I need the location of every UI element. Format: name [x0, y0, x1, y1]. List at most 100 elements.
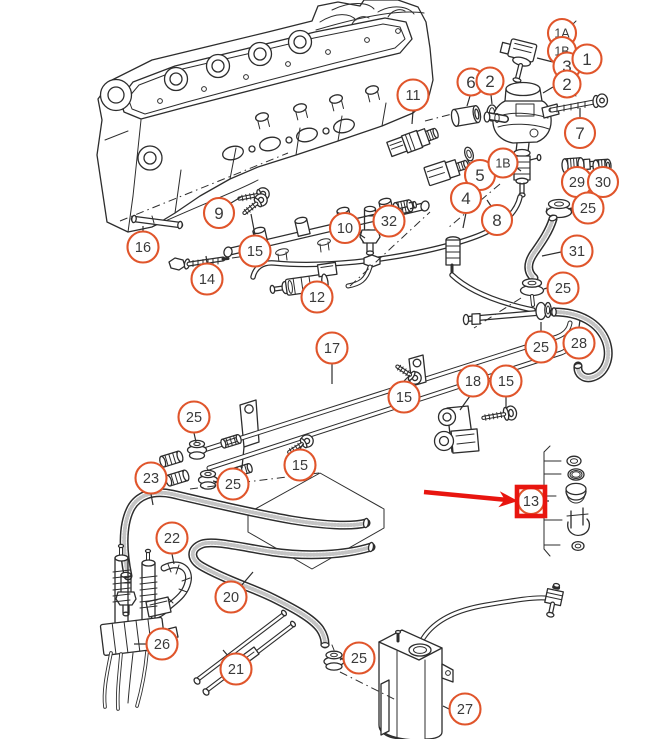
callout-18[interactable]: 18 [456, 364, 490, 398]
callout-label: 25 [351, 651, 367, 667]
callout-circle[interactable] [449, 181, 483, 215]
callout-circle[interactable] [448, 692, 482, 726]
callout-circle[interactable] [372, 204, 406, 238]
screw-15-bracket-mid [287, 434, 314, 455]
screw-15-rail [242, 193, 268, 216]
callout-label: 12 [309, 290, 325, 306]
callout-25[interactable]: 25 [216, 467, 250, 501]
callout-circle[interactable] [315, 331, 349, 365]
callout-12[interactable]: 12 [300, 280, 334, 314]
callout-circle[interactable] [190, 262, 224, 296]
callout-leader [150, 493, 154, 506]
callout-circle[interactable] [342, 641, 376, 675]
callout-leader [462, 212, 467, 229]
callout-circle[interactable] [202, 196, 236, 230]
callout-25[interactable]: 25 [342, 641, 376, 675]
callout-circle[interactable] [489, 364, 523, 398]
callout-1[interactable]: 1 [571, 43, 603, 75]
callout-17[interactable]: 17 [315, 331, 349, 365]
callout-circle[interactable] [571, 191, 605, 225]
callout-circle[interactable] [238, 234, 272, 268]
callout-31[interactable]: 31 [560, 234, 594, 268]
callout-leader [567, 207, 573, 210]
callout-circle[interactable] [560, 234, 594, 268]
callout-leader [212, 480, 218, 483]
callout-8[interactable]: 8 [480, 203, 514, 237]
callout-27[interactable]: 27 [448, 692, 482, 726]
callout-circle[interactable] [283, 448, 317, 482]
callout-9[interactable]: 9 [202, 196, 236, 230]
callout-29[interactable]: 29 [560, 165, 594, 199]
callout-label: 1 [582, 50, 591, 69]
callout-leader [541, 251, 562, 257]
callout-25[interactable]: 25 [546, 271, 580, 305]
callout-circle[interactable] [396, 78, 430, 112]
callout-2[interactable]: 2 [552, 69, 582, 99]
callout-label: 6 [466, 73, 475, 92]
callout-circle[interactable] [387, 380, 421, 414]
callout-2[interactable]: 2 [475, 66, 505, 96]
callout-15[interactable]: 15 [238, 234, 272, 268]
callout-circle[interactable] [155, 521, 189, 555]
callout-label: 22 [164, 531, 180, 547]
callout-7[interactable]: 7 [563, 116, 597, 150]
callout-label: 25 [225, 477, 241, 493]
callout-circle[interactable] [219, 652, 253, 686]
callout-25[interactable]: 25 [177, 400, 211, 434]
callout-11[interactable]: 11 [396, 78, 430, 112]
callout-label: 2 [485, 72, 494, 91]
callout-circle[interactable] [216, 467, 250, 501]
callout-leader [193, 432, 197, 443]
callout-circle[interactable] [456, 364, 490, 398]
callout-circle[interactable] [145, 627, 179, 661]
callout-15[interactable]: 15 [387, 380, 421, 414]
callout-leader [411, 110, 414, 125]
callout-25[interactable]: 25 [524, 330, 558, 364]
callout-25[interactable]: 25 [571, 191, 605, 225]
callout-10[interactable]: 10 [328, 211, 362, 245]
callout-circle[interactable] [480, 203, 514, 237]
callout-4[interactable]: 4 [449, 181, 483, 215]
callout-circle[interactable] [552, 69, 582, 99]
callout-14[interactable]: 14 [190, 262, 224, 296]
callout-circle[interactable] [328, 211, 362, 245]
kit-o-ring-large [567, 468, 585, 481]
callout-13[interactable]: 13 [516, 486, 546, 516]
callout-circle[interactable] [487, 147, 519, 179]
callout-32[interactable]: 32 [372, 204, 406, 238]
grommet-25-canister [323, 644, 345, 671]
callout-23[interactable]: 23 [134, 461, 168, 495]
callout-label: 15 [292, 458, 308, 474]
callout-21[interactable]: 21 [219, 652, 253, 686]
callout-15[interactable]: 15 [489, 364, 523, 398]
callout-circle[interactable] [300, 280, 334, 314]
callout-circle[interactable] [524, 330, 558, 364]
callout-circle[interactable] [126, 230, 160, 264]
callout-label: 1B [495, 157, 510, 171]
callout-circle[interactable] [563, 116, 597, 150]
callout-30[interactable]: 30 [586, 165, 620, 199]
callout-28[interactable]: 28 [562, 326, 596, 360]
callout-label: 18 [465, 374, 481, 390]
callout-circle[interactable] [134, 461, 168, 495]
callout-circle[interactable] [177, 400, 211, 434]
callout-leader [536, 57, 554, 63]
callout-22[interactable]: 22 [155, 521, 189, 555]
callout-20[interactable]: 20 [214, 580, 248, 614]
seal-kit-13 [543, 445, 591, 557]
callout-circle[interactable] [571, 43, 603, 75]
callout-1B[interactable]: 1B [487, 147, 519, 179]
callout-26[interactable]: 26 [145, 627, 179, 661]
callout-15[interactable]: 15 [283, 448, 317, 482]
callout-circle[interactable] [562, 326, 596, 360]
callout-leader [486, 199, 492, 207]
callout-circle[interactable] [214, 580, 248, 614]
callout-16[interactable]: 16 [126, 230, 160, 264]
callout-circle[interactable] [546, 271, 580, 305]
callout-label: 30 [595, 175, 611, 191]
callout-circle[interactable] [586, 165, 620, 199]
callout-leaders [134, 57, 604, 710]
callout-circle[interactable] [475, 66, 505, 96]
callout-label: 11 [405, 88, 420, 104]
